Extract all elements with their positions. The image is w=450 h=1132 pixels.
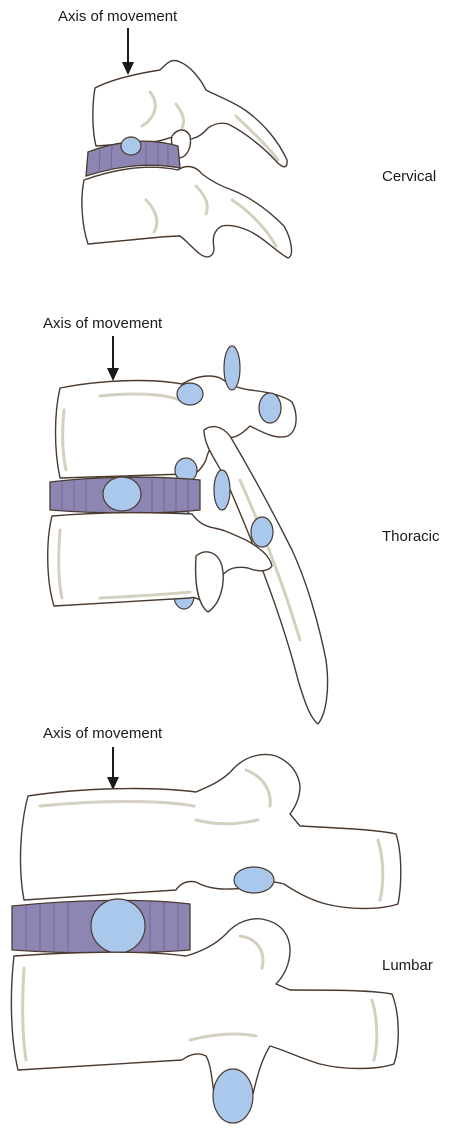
thoracic-facet-upper-left xyxy=(177,383,203,405)
cervical-nucleus xyxy=(121,137,141,155)
lumbar-upper-vertebra xyxy=(21,755,401,909)
thoracic-lower-lamina xyxy=(196,552,224,612)
thoracic-segment xyxy=(48,336,328,724)
thoracic-facet-central xyxy=(214,470,230,510)
lumbar-segment xyxy=(11,747,400,1123)
cervical-axis-arrow xyxy=(122,28,134,75)
lumbar-facet-lower xyxy=(213,1069,253,1123)
thoracic-facet-upper-right xyxy=(259,393,281,423)
thoracic-lower-vertebra xyxy=(48,513,272,606)
thoracic-nucleus xyxy=(103,477,141,511)
thoracic-upper-vertebra xyxy=(56,376,297,478)
cervical-segment xyxy=(82,28,292,258)
lumbar-axis-arrow xyxy=(107,747,119,790)
cervical-lower-vertebra xyxy=(82,167,292,258)
thoracic-facet-top xyxy=(224,346,240,390)
thoracic-facet-lower-right xyxy=(251,517,273,547)
lumbar-facet-upper xyxy=(234,867,274,893)
lumbar-nucleus xyxy=(91,899,145,953)
thoracic-axis-arrow xyxy=(107,336,119,381)
